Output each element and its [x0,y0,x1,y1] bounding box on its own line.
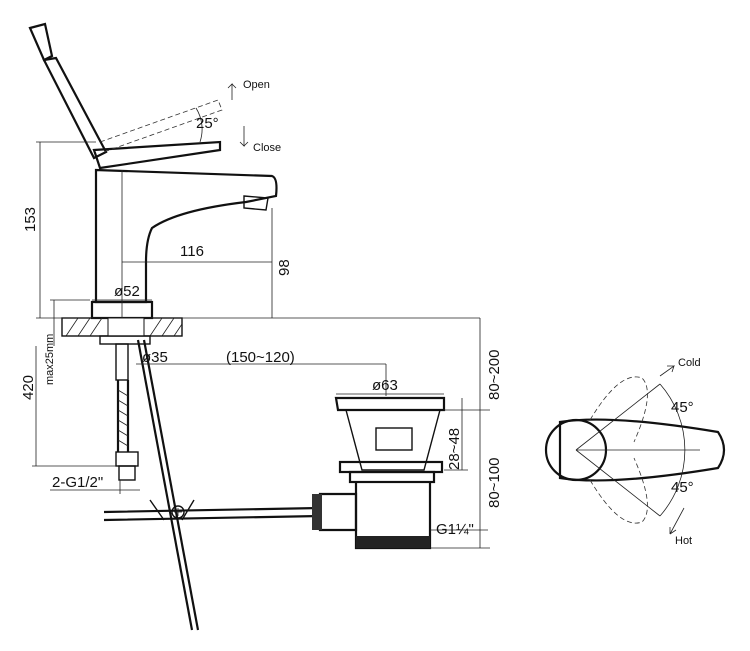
open-arrow-icon [227,83,237,100]
open-label: Open [243,79,270,91]
dimension-lines-left [32,141,480,494]
height-total-label: 153 [22,207,39,232]
waste-offset-label: (150~120) [226,349,295,366]
hot-label: Hot [675,535,692,547]
waste-range-lower-label: 80~100 [486,458,503,508]
hot-angle-label: 45° [671,479,694,496]
countertop-section [61,317,183,337]
cold-label: Cold [678,357,701,369]
cold-arrow-icon [659,364,675,377]
close-arrow-icon [239,126,249,147]
flange-range-label: 28~48 [446,428,463,470]
dimension-lines-right [430,318,490,549]
dimension-lines-center [92,170,444,396]
base-diameter-label: ø52 [114,283,140,300]
max-thickness-label: max25mm [44,334,56,385]
waste-range-upper-label: 80~200 [486,350,503,400]
waste-diameter-label: ø63 [372,377,398,394]
lever-angle-label: 25° [196,115,219,132]
hole-diameter-label: ø35 [142,349,168,366]
spout-reach-label: 116 [180,243,204,260]
inlet-thread-label: 2-G1/2" [52,474,103,491]
waste-assembly [312,396,446,550]
lever-handle [28,22,223,170]
cold-angle-label: 45° [671,399,694,416]
popup-rod [103,339,321,631]
waste-thread-label: G1¼" [436,521,474,538]
top-view-handle [544,376,726,524]
spout-height-label: 98 [276,259,293,276]
hose-length-label: 420 [20,375,37,400]
hot-arrow-icon [669,507,685,535]
mounting-stud-and-hose [99,335,151,481]
close-label: Close [253,142,281,154]
